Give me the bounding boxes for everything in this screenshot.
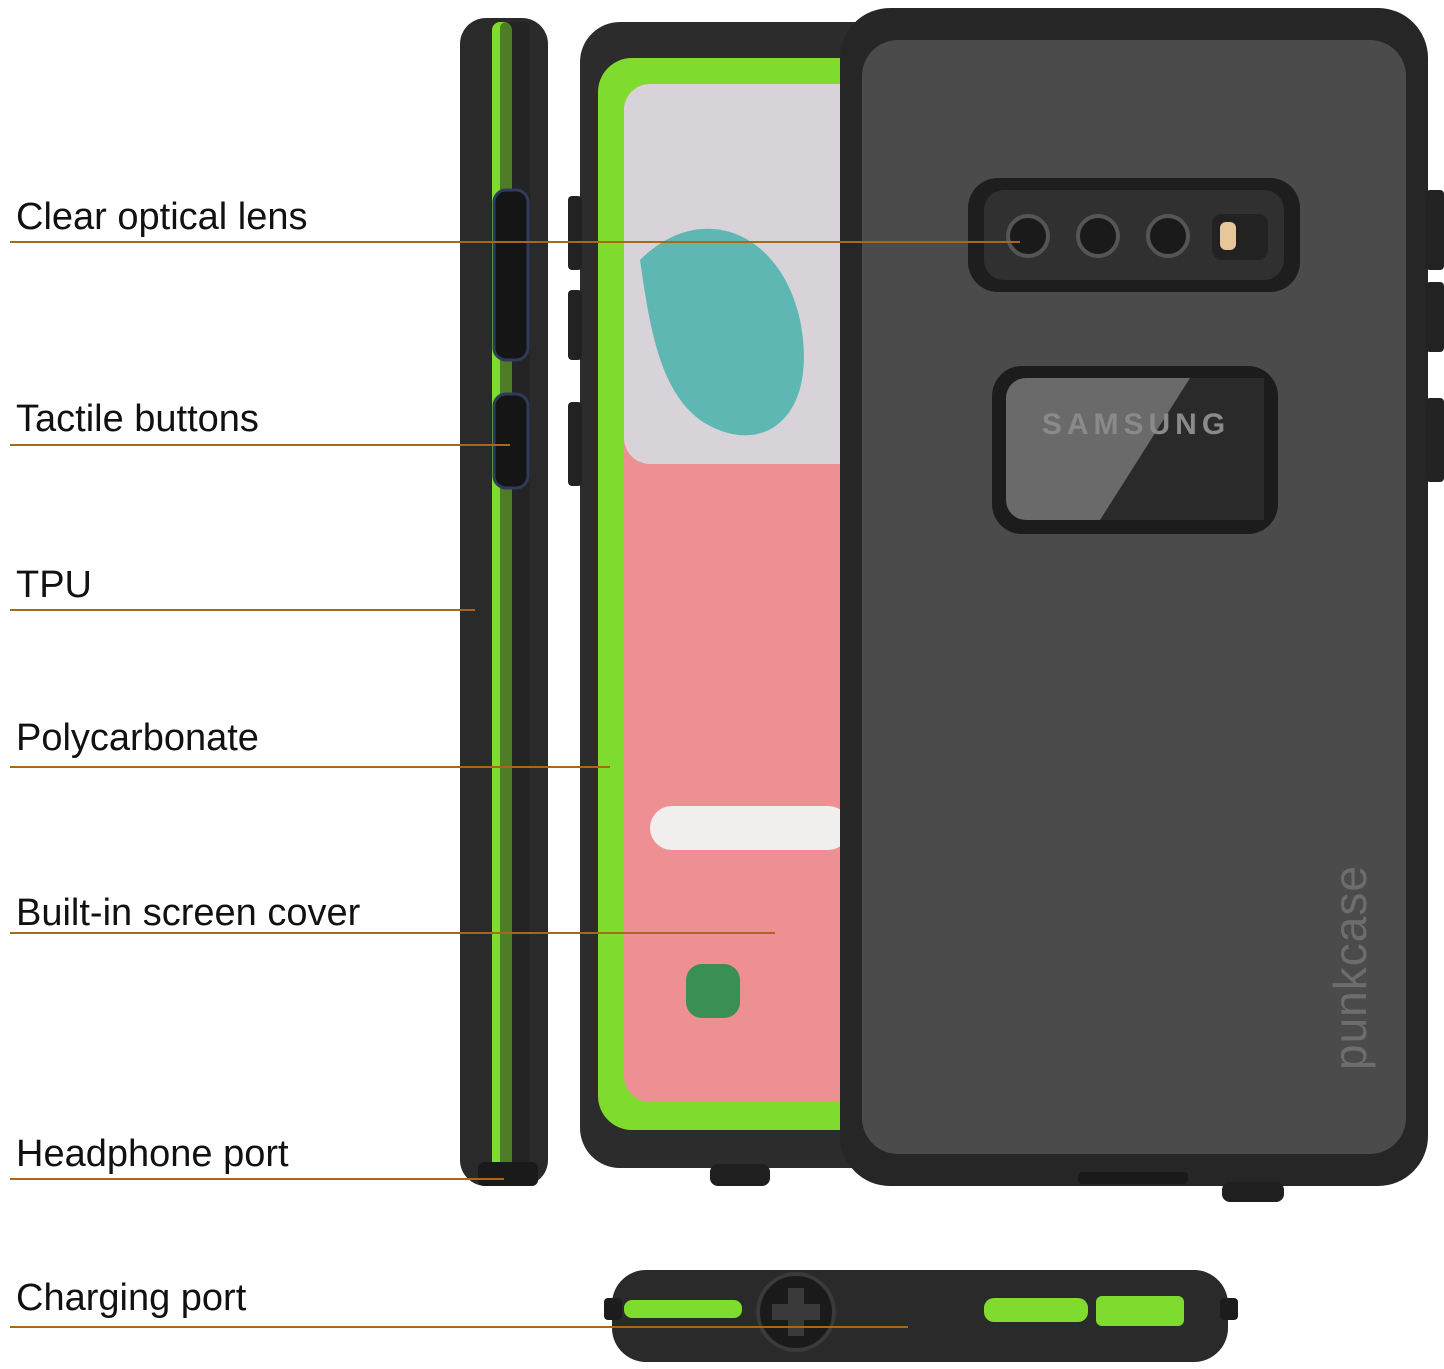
leader-built-in-screen-cover [10,932,775,934]
bottom-view-case [604,1270,1238,1362]
leader-clear-optical-lens [10,241,1020,243]
leader-charging-port [10,1326,908,1328]
leader-headphone-port [10,1178,504,1180]
leader-tactile-buttons [10,444,510,446]
back-view-case [840,8,1444,1202]
punkcase-logo: punkcase [1324,865,1376,1070]
side-view-case [460,18,548,1186]
label-clear-optical-lens: Clear optical lens [16,196,308,238]
front-view-case [568,22,910,1186]
label-charging-port: Charging port [16,1277,247,1319]
label-built-in-screen-cover: Built-in screen cover [16,892,361,934]
samsung-logo: SAMSUNG [1041,408,1231,441]
leader-tpu [10,609,475,611]
label-polycarbonate: Polycarbonate [16,717,259,759]
leader-polycarbonate [10,766,610,768]
label-tpu: TPU [16,564,92,606]
label-headphone-port: Headphone port [16,1133,289,1175]
label-tactile-buttons: Tactile buttons [16,398,259,440]
